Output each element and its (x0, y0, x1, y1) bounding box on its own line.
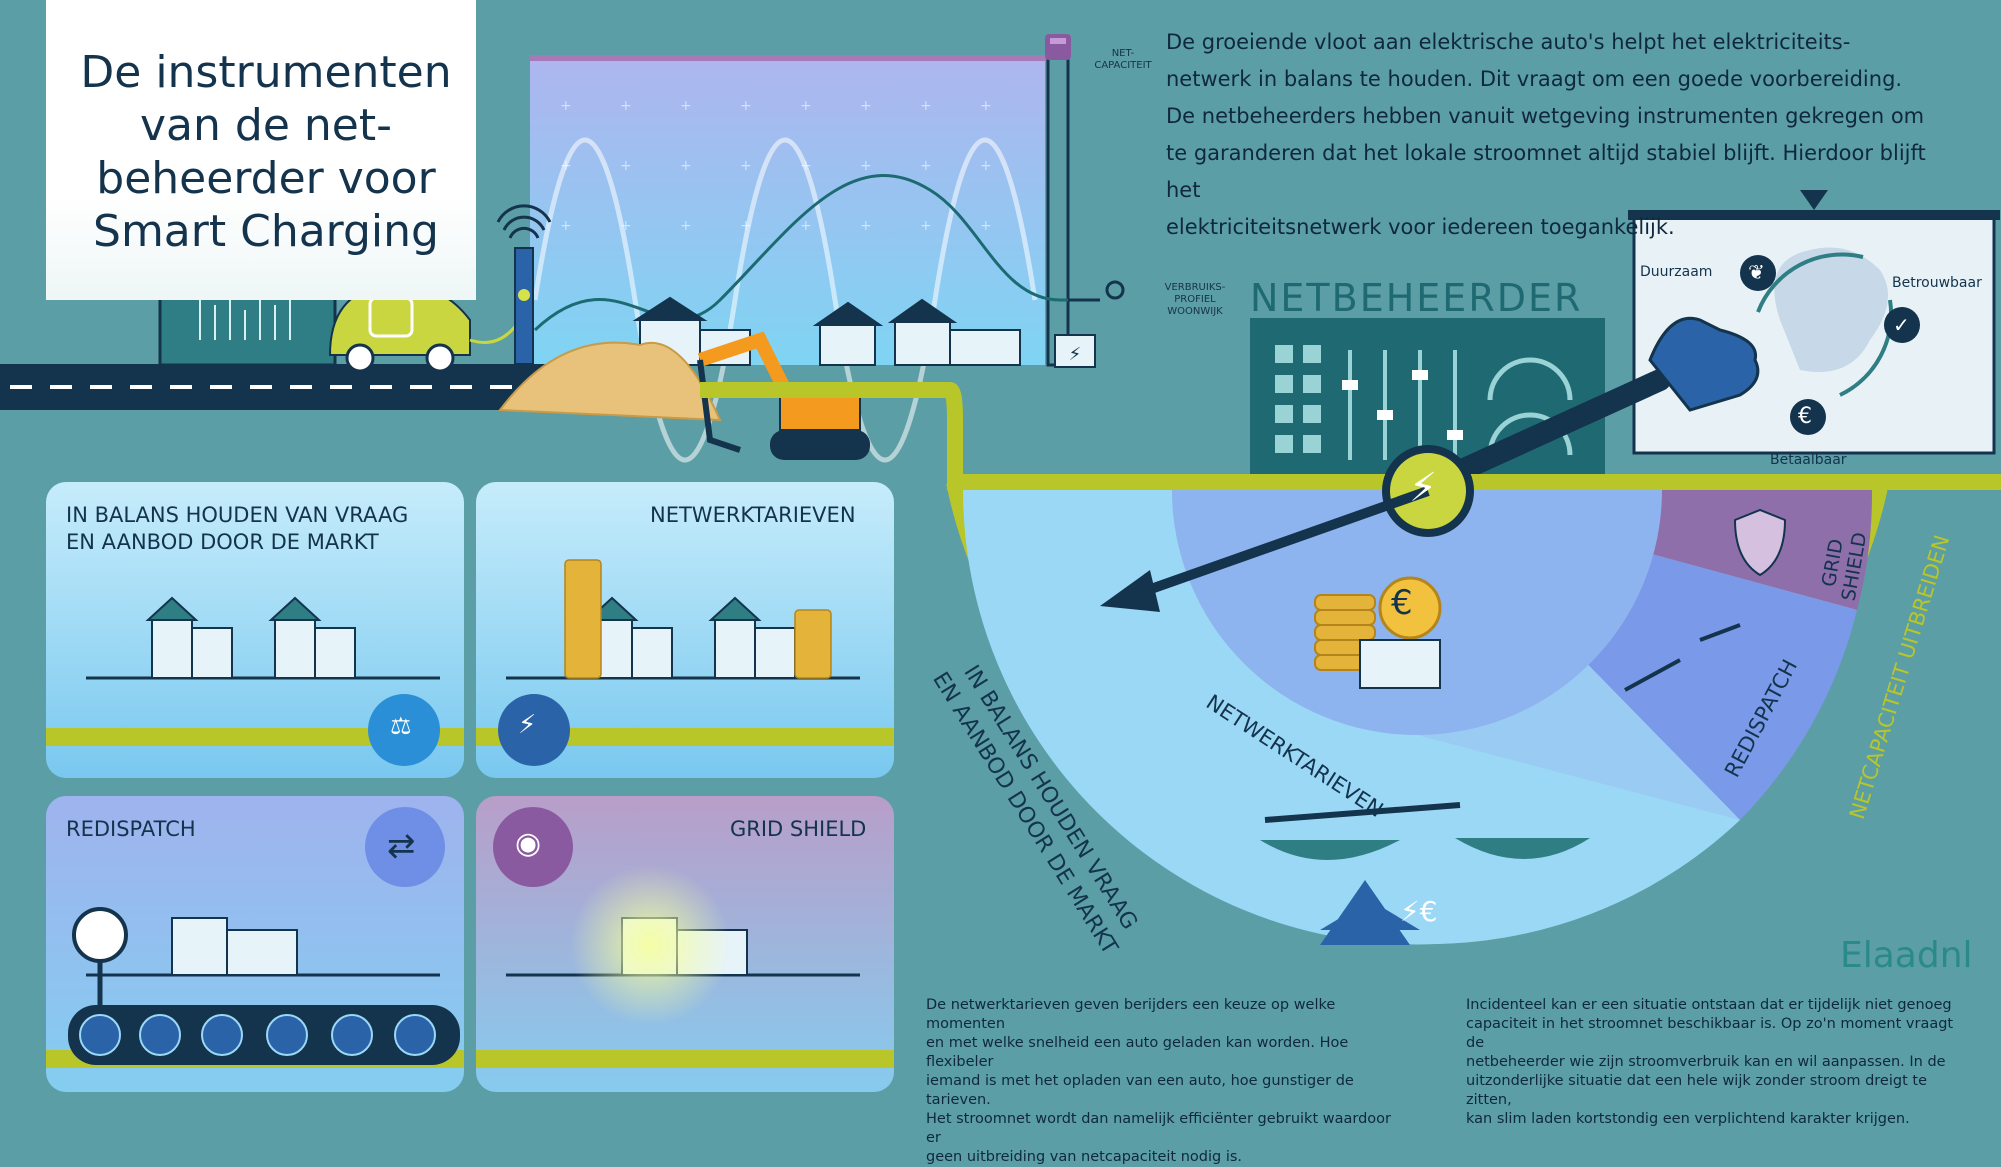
intro-line: te garanderen dat het lokale stroomnet a… (1166, 141, 1926, 202)
svg-text:+: + (920, 98, 932, 114)
leaf-icon: ❦ (1748, 260, 1765, 284)
intro-line: De groeiende vloot aan elektrische auto'… (1166, 30, 1851, 54)
svg-text:+: + (800, 158, 812, 174)
svg-text:+: + (620, 98, 632, 114)
panel-title-redispatch: REDISPATCH (66, 817, 196, 841)
svg-text:+: + (980, 158, 992, 174)
text-netwerktarieven: De netwerktarieven geven berijders een k… (926, 997, 1391, 1165)
title-line: beheerder voor (96, 153, 436, 204)
title-card: De instrumenten van de net- beheerder vo… (46, 0, 476, 300)
charging-pole (496, 204, 552, 365)
svg-text:+: + (860, 98, 872, 114)
panel-backgrounds (46, 482, 894, 1092)
neighbourhood-houses (632, 296, 1096, 368)
svg-text:+: + (620, 158, 632, 174)
coin-euro-icon: € (1391, 583, 1413, 623)
title-line: De instrumenten (80, 47, 452, 98)
svg-text:+: + (680, 98, 692, 114)
title-line: van de net- (140, 100, 392, 151)
netcapaciteit-label: NET- CAPACITEIT (1094, 48, 1152, 71)
svg-text:+: + (680, 158, 692, 174)
svg-text:+: + (740, 158, 752, 174)
value-duurzaam: Duurzaam (1640, 264, 1713, 280)
eye-shield-icon: ◉ (515, 826, 542, 861)
svg-text:+: + (560, 218, 572, 234)
elaadnl-logo[interactable]: Elaadnl (1840, 935, 1973, 976)
construction-site (498, 331, 870, 460)
shield-check-icon: ✓ (1893, 313, 1910, 337)
value-betaalbaar: Betaalbaar (1770, 452, 1847, 468)
infographic-artwork: + + + + + + + + + + + + + + + + + + + + + + + + ⚡ (0, 34, 2001, 1092)
instruments-semicircle (963, 445, 1873, 945)
bolt-euro-icon: ⚡€ (1400, 895, 1438, 928)
svg-text:+: + (740, 98, 752, 114)
netbeheerder-heading: NETBEHEERDER (1250, 276, 1583, 320)
svg-text:+: + (560, 158, 572, 174)
intro-line: netwerk in balans te houden. Dit vraagt … (1166, 67, 1903, 91)
svg-text:+: + (800, 98, 812, 114)
page-title: De instrumenten van de net- beheerder vo… (76, 46, 456, 258)
svg-text:+: + (740, 218, 752, 234)
svg-text:+: + (980, 98, 992, 114)
redispatch-arrows-icon: ⇄ (387, 826, 416, 866)
svg-text:+: + (560, 98, 572, 114)
panel-title-tarieven: NETWERKTARIEVEN (650, 503, 856, 527)
text-gridshield: Incidenteel kan er een situatie ontstaan… (1466, 997, 1954, 1127)
balance-scale-icon: ⚖ (390, 712, 412, 740)
svg-text:+: + (920, 218, 932, 234)
bolt-coins-icon: ⚡ (518, 710, 537, 740)
title-line: Smart Charging (93, 206, 439, 257)
verbruiksprofiel-label: VERBRUIKS- PROFIEL WOONWIJK (1164, 282, 1226, 317)
svg-text:+: + (920, 158, 932, 174)
thumbs-up-arm (1429, 317, 1760, 491)
svg-text:+: + (980, 218, 992, 234)
value-betrouwbaar: Betrouwbaar (1892, 275, 1982, 291)
bolt-icon: ⚡ (1069, 344, 1082, 365)
svg-text:+: + (800, 218, 812, 234)
euro-icon: € (1798, 404, 1812, 429)
svg-text:+: + (860, 218, 872, 234)
grid-capacity-chart: + + + + + + + + + + + + + + + + + + + + + + + + (530, 34, 1125, 463)
panel-title-markt: IN BALANS HOUDEN VAN VRAAG EN AANBOD DOO… (66, 503, 409, 554)
panel-title-gridshield: GRID SHIELD (730, 817, 867, 841)
svg-text:+: + (620, 218, 632, 234)
intro-line: De netbeheerders hebben vanuit wetgeving… (1166, 104, 1925, 128)
svg-text:+: + (680, 218, 692, 234)
svg-text:+: + (860, 158, 872, 174)
intro-line: elektriciteitsnetwerk voor iedereen toeg… (1166, 215, 1675, 239)
road (0, 364, 560, 410)
intro-paragraph: De groeiende vloot aan elektrische auto'… (1166, 24, 1966, 246)
center-bolt-icon: ⚡ (1409, 465, 1438, 511)
